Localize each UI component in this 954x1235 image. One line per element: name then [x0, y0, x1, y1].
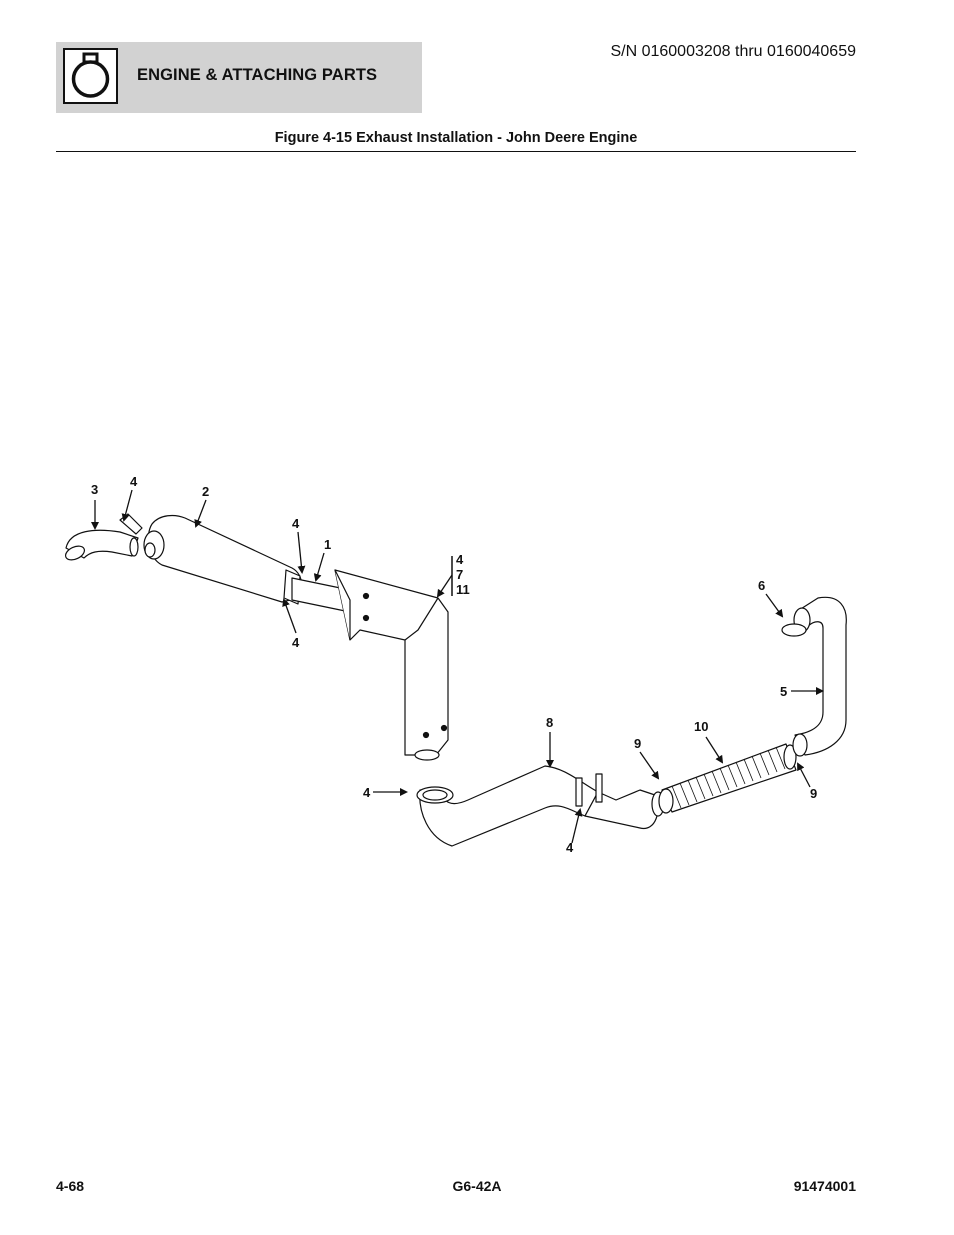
callout-elbow-upper: 5 [780, 684, 787, 699]
bracket-part [291, 569, 449, 761]
section-header: ENGINE & ATTACHING PARTS [56, 42, 422, 113]
callout-group-a: 4 [456, 552, 464, 567]
muffler-part [119, 513, 303, 605]
callout-bracket: 1 [324, 537, 331, 552]
upper-elbow-part [781, 596, 847, 757]
lower-pipe-part [416, 765, 665, 847]
callout-clamp-top-left: 4 [130, 474, 138, 489]
serial-number-range: S/N 0160003208 thru 0160040659 [610, 43, 856, 60]
tailpipe-part [64, 529, 139, 561]
flex-hose-part [658, 743, 797, 814]
callout-group-b: 7 [456, 567, 463, 582]
header-rule [56, 151, 856, 152]
model-number: G6-42A [452, 1178, 502, 1194]
callout-group-c: 11 [456, 582, 470, 597]
callout-clamp-muffler-bottom: 4 [292, 635, 300, 650]
callout-clamp-flex-right: 9 [810, 786, 817, 801]
callout-clamp-upper: 6 [758, 578, 765, 593]
figure-title: Figure 4-15 Exhaust Installation - John … [274, 130, 638, 146]
callout-tailpipe: 3 [91, 482, 98, 497]
callout-clamp-elbow-left: 4 [363, 785, 371, 800]
callout-clamp-pipe-bottom: 4 [566, 840, 574, 855]
section-title: ENGINE & ATTACHING PARTS [137, 66, 378, 84]
page-number: 4-68 [56, 1178, 85, 1194]
callout-clamp-flex-left: 9 [634, 736, 641, 751]
engine-icon [63, 48, 118, 104]
callout-pipe: 8 [546, 715, 553, 730]
part-number: 91474001 [793, 1178, 856, 1194]
callout-clamp-muffler-top: 4 [292, 516, 300, 531]
callout-muffler: 2 [202, 484, 209, 499]
callout-flex-hose: 10 [694, 719, 708, 734]
